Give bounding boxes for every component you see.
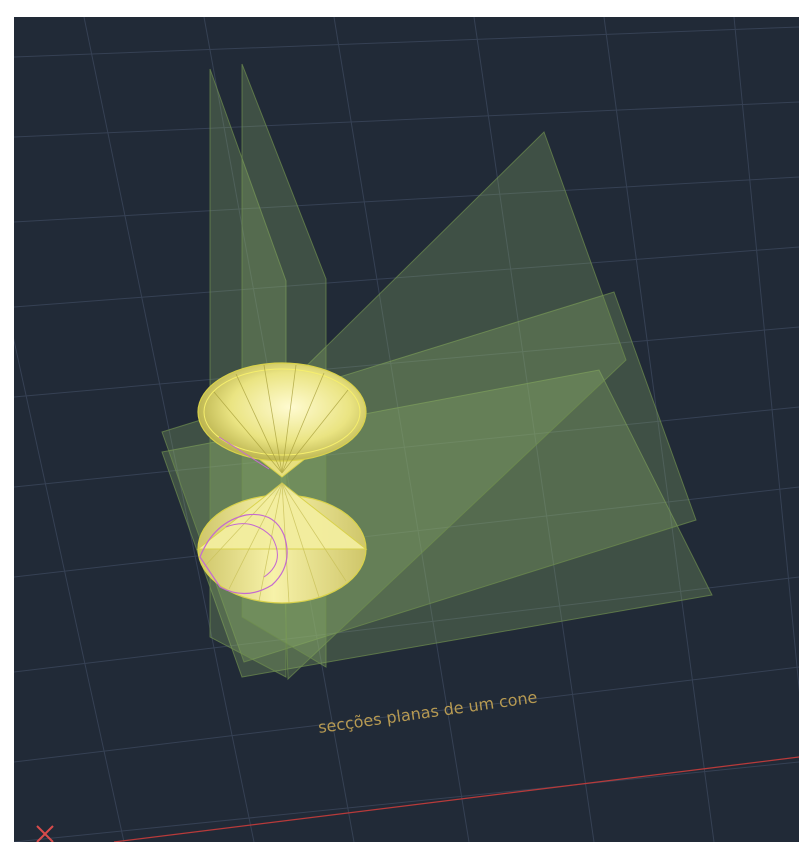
grid [14, 17, 799, 842]
cad-viewport[interactable]: secções planas de um cone [14, 17, 799, 842]
ucs-icon [36, 825, 54, 842]
annotation-text: secções planas de um cone [317, 687, 539, 737]
cone-upper [197, 362, 367, 478]
scene-3d-view[interactable]: secções planas de um cone [14, 17, 799, 842]
cone-lower [196, 482, 368, 604]
x-axis-line [113, 756, 799, 842]
